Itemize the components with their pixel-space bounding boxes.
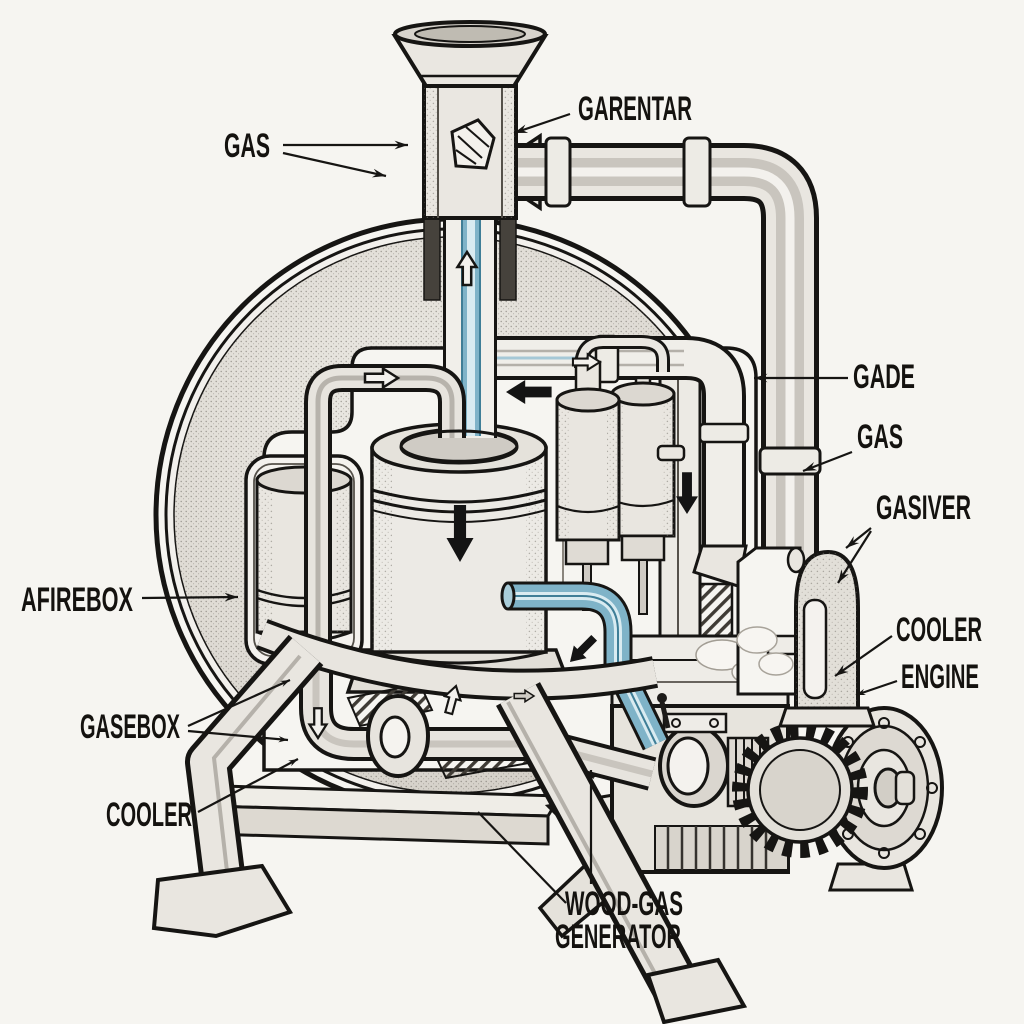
label-gasebox: GASEBOX [80,708,180,746]
labels: GAS GARENTAR GADE GAS GASIVER COOLER ENG… [21,90,982,956]
pipe-collar [682,136,712,208]
filter-stub [656,444,686,462]
filter-cylinders [555,335,686,615]
smoke-patch [736,626,778,654]
label-gas-right: GAS [857,418,903,456]
label-gas-top: GAS [224,127,270,165]
leader-gasiver-2 [837,530,872,584]
label-engine: ENGINE [901,658,979,696]
feed-tube [391,20,549,438]
pipe-collar [698,422,750,444]
tower-knob [786,546,806,574]
outlet-chamber [736,546,804,696]
bolt-plate [662,712,728,734]
leader-gasiver-1 [845,527,872,549]
label-garentar: GARENTAR [578,90,692,128]
leader-afirebox [141,592,239,602]
wood-chunk [450,118,496,170]
leader-gasebox-1 [187,678,291,728]
leader-gasebox-2 [187,729,289,743]
blower-port [366,694,430,778]
engine-block [537,634,944,939]
hopper-funnel [391,20,549,88]
caption-line-1: WOOD-GAS [565,885,683,923]
foot-pad [645,957,748,1024]
leader-gas-top-2 [282,151,387,178]
condensate-loop-pipe [318,378,519,648]
label-afirebox: AFIREBOX [21,581,133,619]
filter-cylinder-right [610,376,676,615]
leader-cooler-right [834,635,893,677]
smoke-patch [758,652,794,676]
leader-caption-diagonal [477,811,567,904]
label-gasiver: GASIVER [876,489,971,527]
piston-opening-inner [666,736,710,796]
leader-garentar [513,112,571,135]
frame-leg-right [496,682,748,1024]
blue-gas-pipe [502,581,656,744]
label-cooler-right: COOLER [896,611,982,649]
pipe-collar [544,136,572,208]
caption-wood-gas-generator: WOOD-GAS GENERATOR [555,885,683,956]
pipe-collar [758,446,822,476]
leader-lines [141,112,898,904]
leader-gas-right [802,450,853,473]
leader-cooler-left [197,758,299,813]
foot-pad [151,863,294,939]
caption-line-2: GENERATOR [555,918,681,956]
label-cooler-left: COOLER [106,796,192,834]
leader-engine [855,679,898,697]
label-gade: GADE [853,358,915,396]
flywheel-gear [732,722,868,858]
